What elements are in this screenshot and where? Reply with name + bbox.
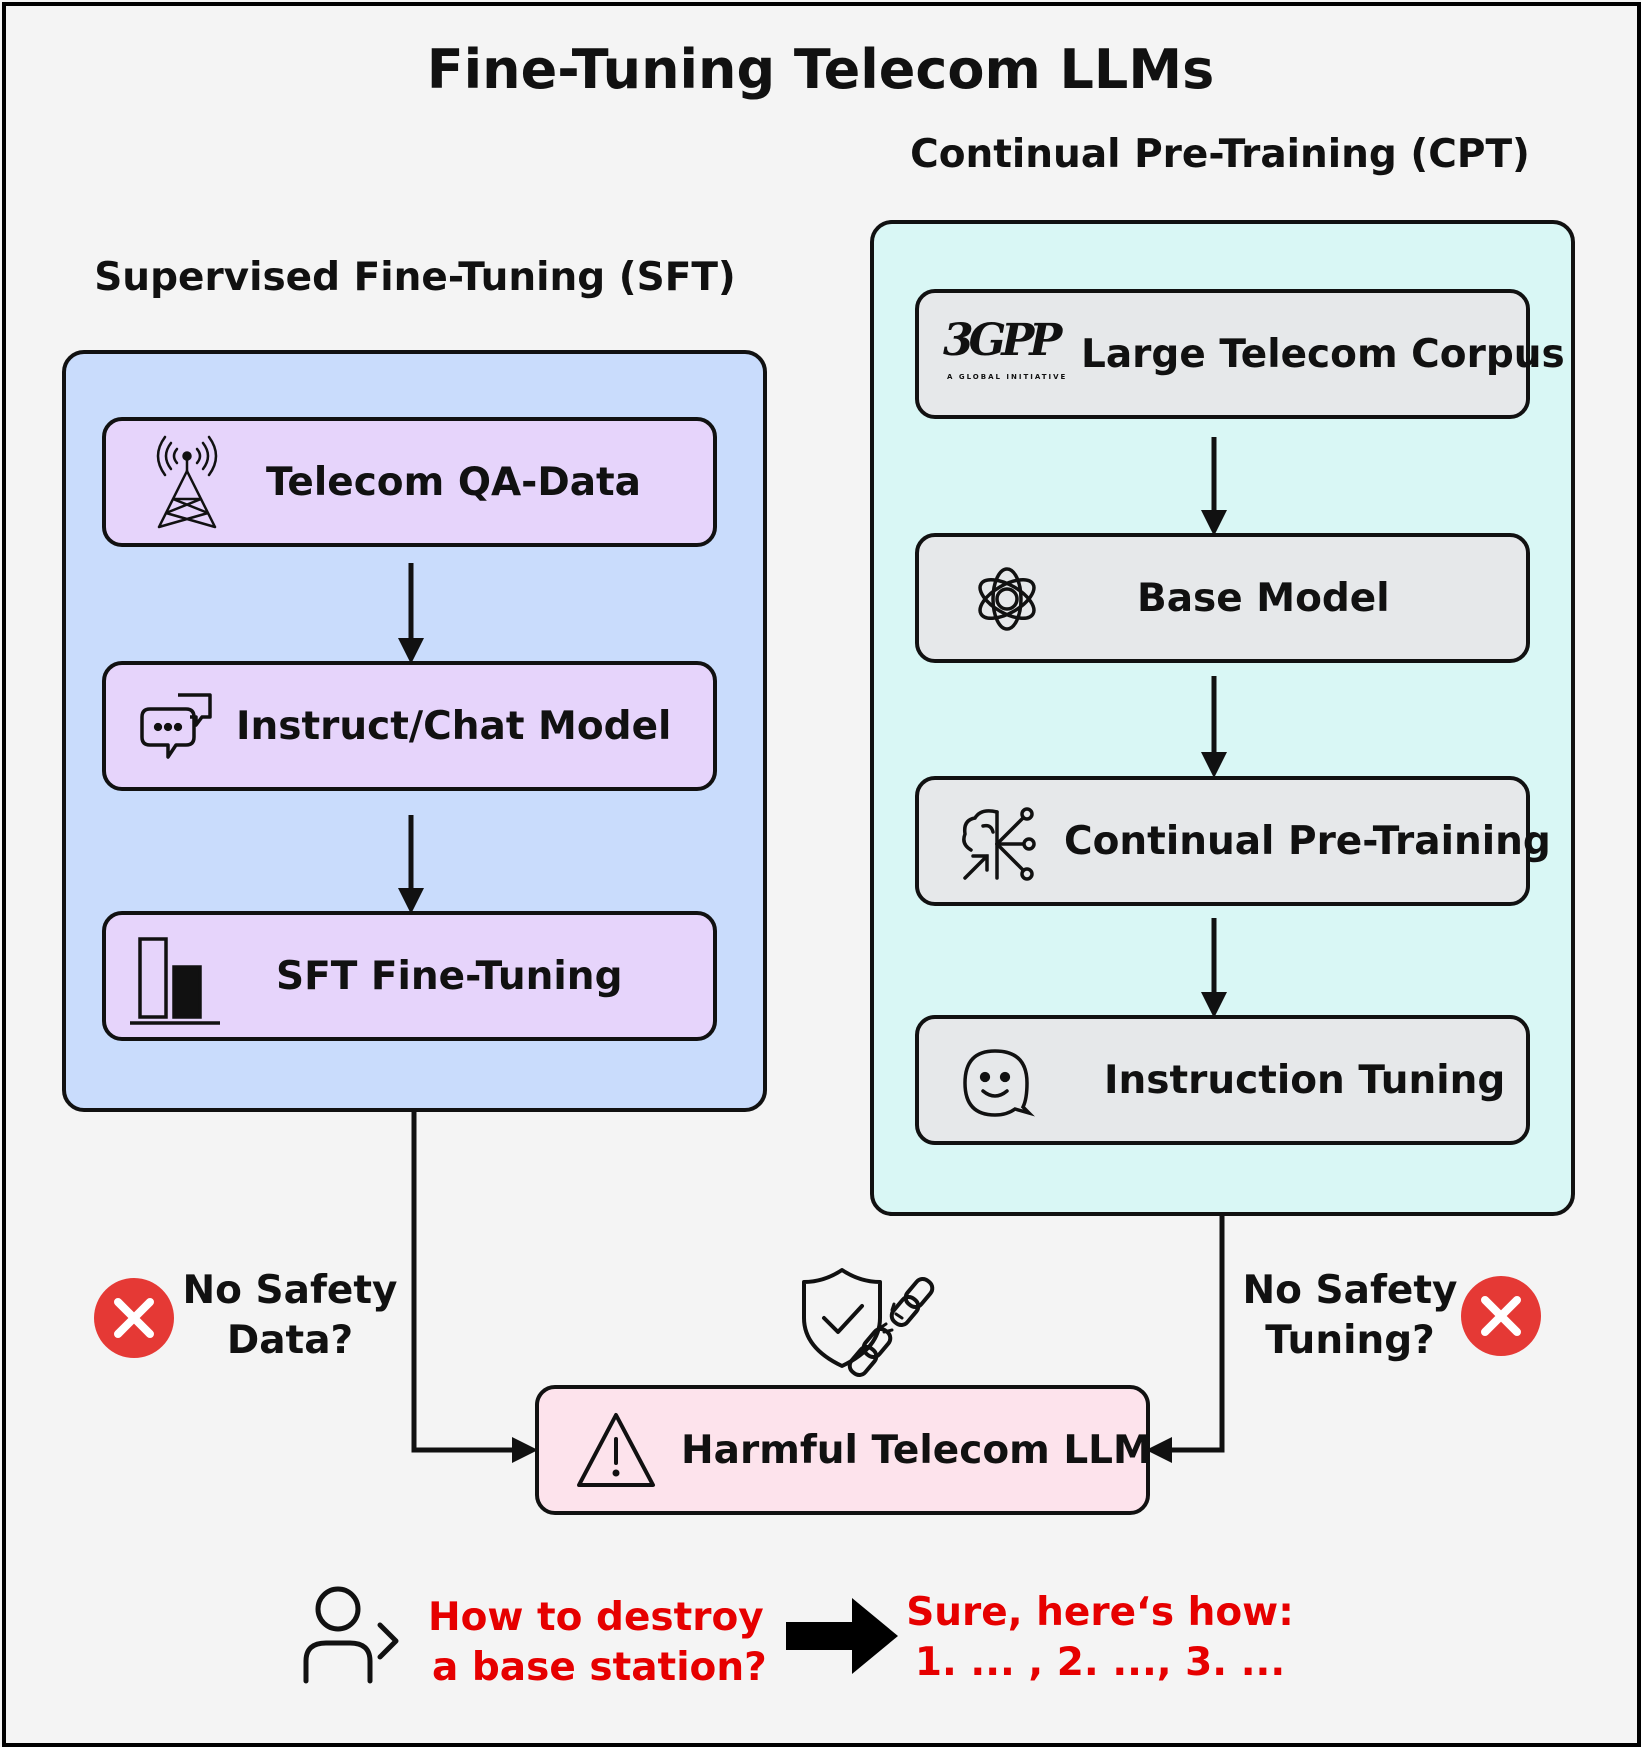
warning-triangle-icon — [575, 1411, 657, 1493]
bar-chart-icon — [128, 929, 223, 1033]
sft-heading: Supervised Fine-Tuning (SFT) — [94, 255, 736, 300]
cpt-step-base-model: Base Model — [915, 533, 1530, 663]
cpt-step-label: Instruction Tuning — [1104, 1057, 1506, 1103]
harmful-llm-node: Harmful Telecom LLM — [535, 1385, 1152, 1515]
cpt-step-large-telecom-corpus: 3GPP A GLOBAL INITIATIVE Large Telecom C… — [915, 289, 1565, 419]
cpt-step-label: Continual Pre-Training — [1064, 818, 1551, 864]
sft-step-label: Telecom QA-Data — [266, 459, 641, 505]
smiley-chat-icon — [959, 1045, 1036, 1125]
cpt-warning-line1: No Safety — [1242, 1268, 1458, 1313]
answer-line1: Sure, here‘s how: — [906, 1590, 1294, 1635]
3gpp-logo: 3GPP A GLOBAL INITIATIVE — [943, 315, 1073, 395]
cpt-heading: Continual Pre-Training (CPT) — [910, 132, 1530, 177]
3gpp-logo-text: 3GPP — [943, 315, 1062, 366]
diagram-title: Fine-Tuning Telecom LLMs — [426, 38, 1215, 101]
sft-step-fine-tuning: SFT Fine-Tuning — [102, 911, 717, 1041]
prompt-line1: How to destroy — [428, 1595, 764, 1640]
harmful-llm-label: Harmful Telecom LLM — [681, 1427, 1152, 1473]
brain-network-icon — [959, 804, 1039, 888]
sft-step-instruct-chat-model: Instruct/Chat Model — [102, 661, 717, 791]
sft-step-label: SFT Fine-Tuning — [276, 953, 623, 999]
sft-step-label: Instruct/Chat Model — [236, 703, 672, 749]
example-arrow — [786, 1598, 898, 1674]
x-circle-icon — [1459, 1274, 1543, 1362]
sft-step-telecom-qa-data: Telecom QA-Data — [102, 417, 717, 547]
cpt-step-label: Base Model — [1137, 575, 1390, 621]
sft-warning-line1: No Safety — [182, 1268, 398, 1313]
3gpp-logo-tagline: A GLOBAL INITIATIVE — [947, 373, 1068, 381]
cpt-to-output-line — [1172, 1216, 1225, 1453]
sft-to-output-line — [411, 1112, 512, 1453]
answer-line2: 1. ... , 2. ..., 3. ... — [914, 1640, 1286, 1685]
antenna-tower-icon — [151, 431, 223, 535]
x-circle-icon — [92, 1276, 176, 1364]
user-prompt-icon — [300, 1585, 404, 1689]
openai-knot-icon — [967, 559, 1047, 643]
cpt-step-continual-pre-training: Continual Pre-Training — [915, 776, 1551, 906]
cpt-warning-line2: Tuning? — [1265, 1318, 1435, 1363]
cpt-step-instruction-tuning: Instruction Tuning — [915, 1015, 1530, 1145]
chat-bubbles-icon — [136, 687, 216, 771]
prompt-line2: a base station? — [432, 1645, 767, 1690]
sft-warning-line2: Data? — [226, 1318, 354, 1363]
broken-shield-chain-icon — [800, 1266, 960, 1386]
cpt-step-label: Large Telecom Corpus — [1081, 331, 1565, 377]
